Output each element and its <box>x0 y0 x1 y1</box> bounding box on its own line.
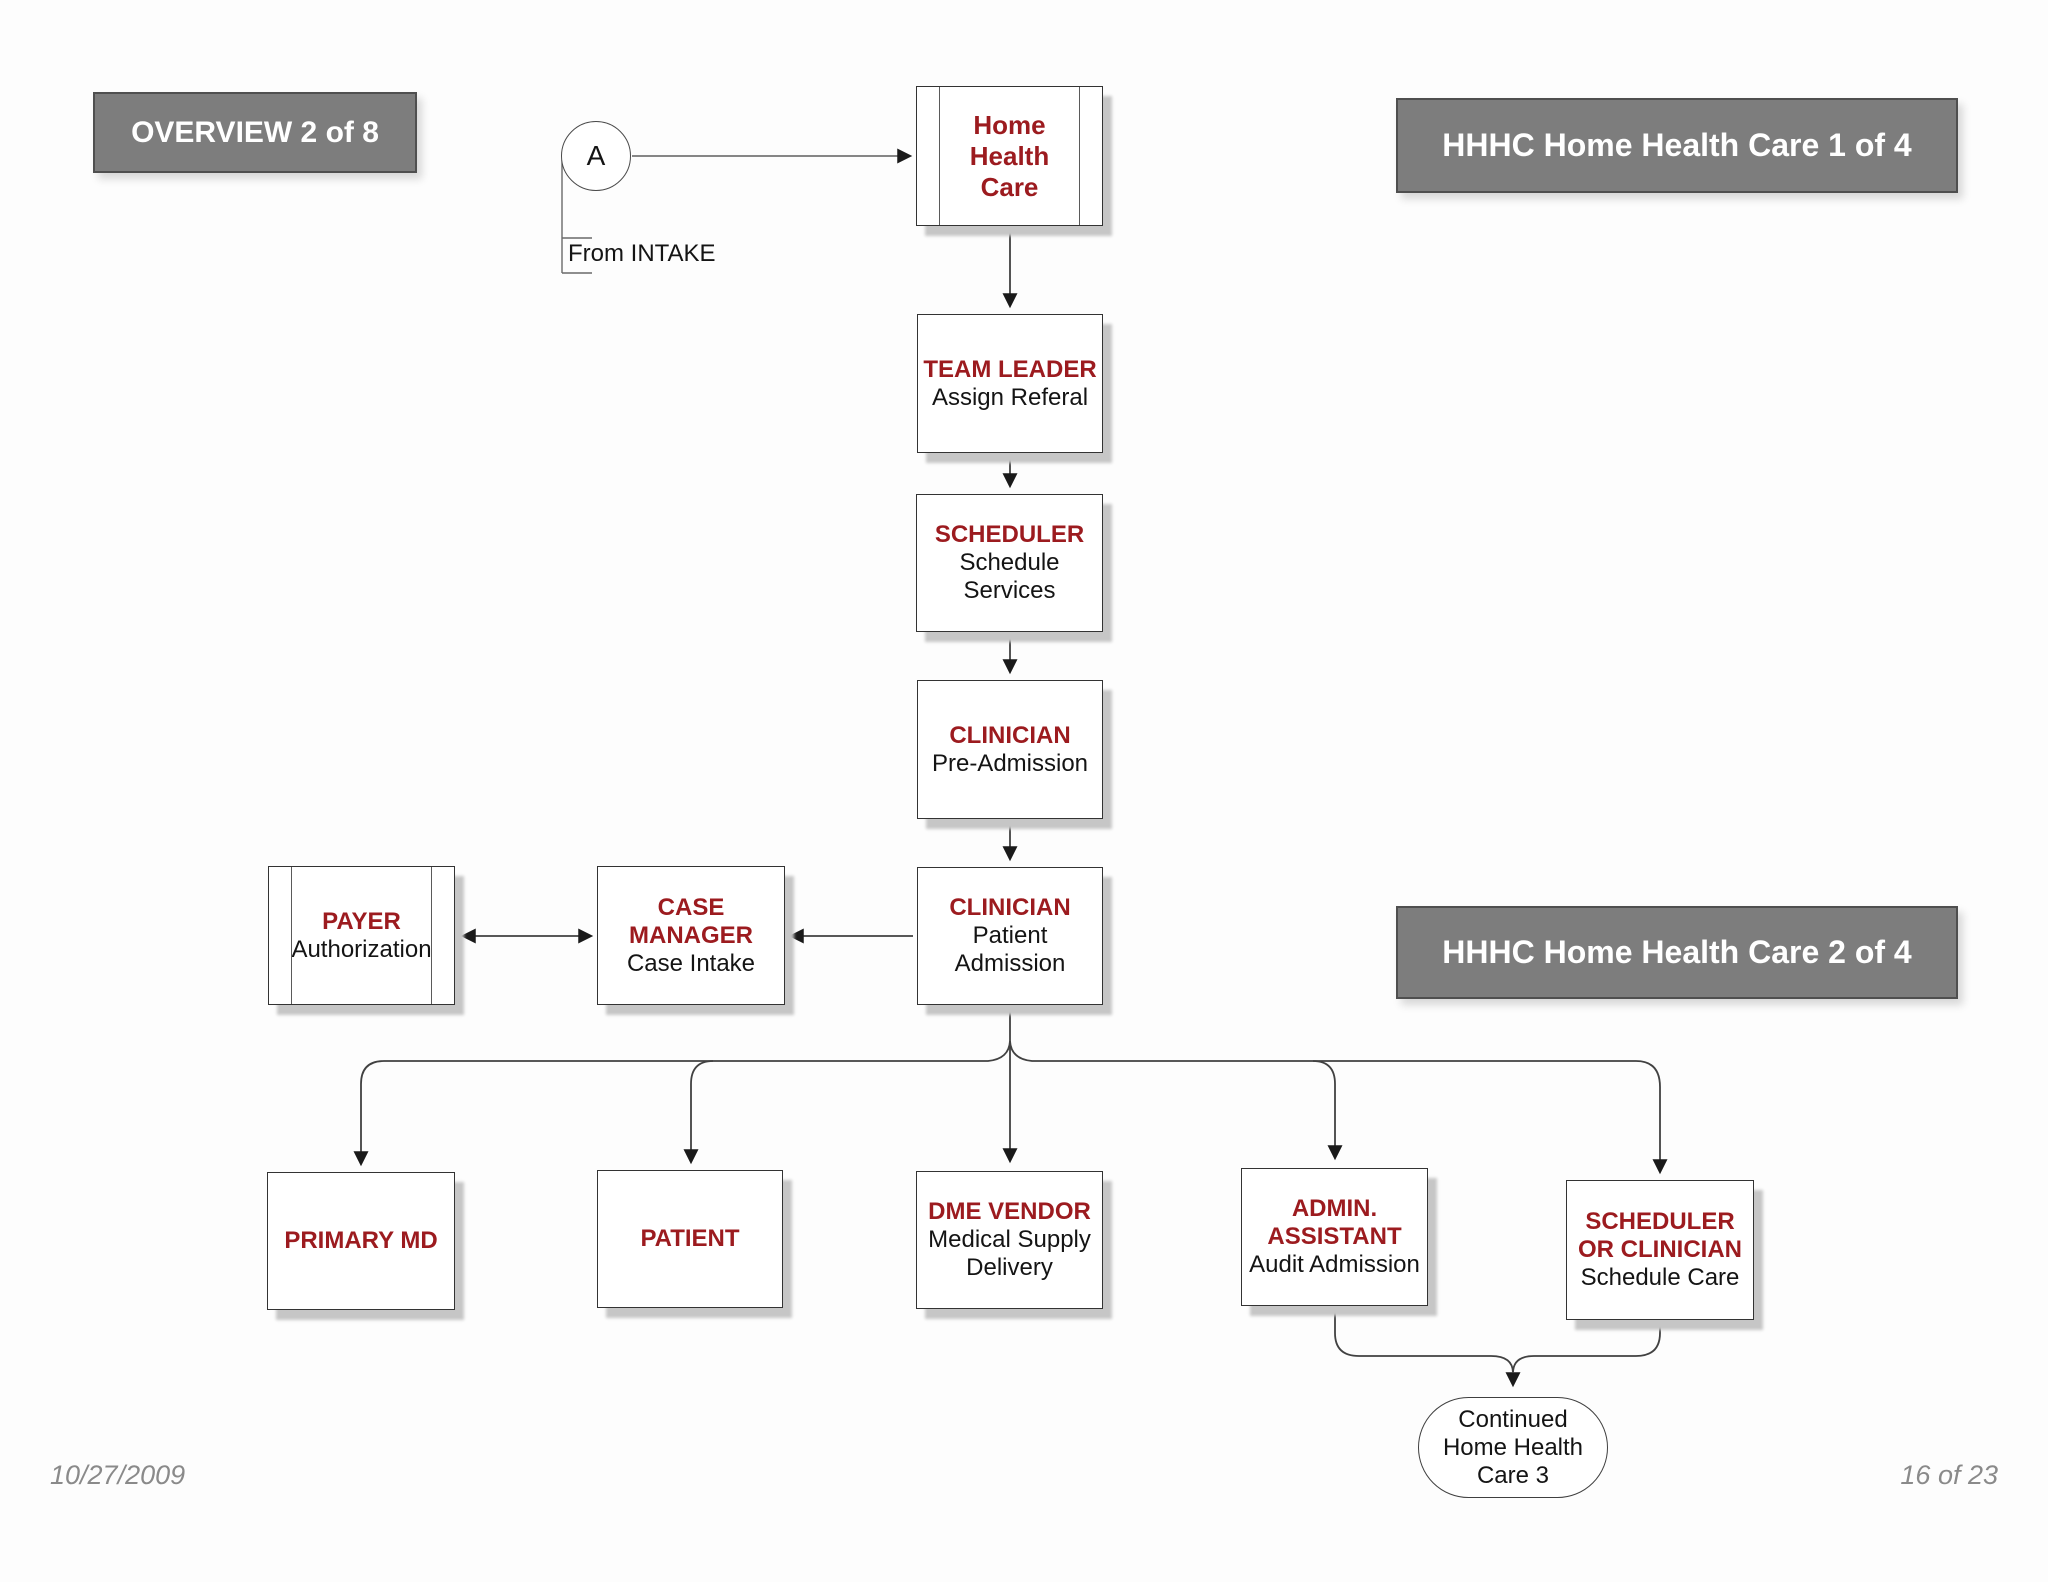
node-title: DME VENDOR <box>928 1198 1091 1225</box>
node-case-manager: CASE MANAGER Case Intake <box>597 866 785 1005</box>
edge-admin-continued <box>1334 1306 1521 1388</box>
node-title: CLINICIAN <box>949 721 1071 749</box>
edge-drop-patient <box>683 1060 714 1165</box>
footer-page-number: 16 of 23 <box>1900 1460 1998 1490</box>
node-home-health-care: Home Health Care <box>916 86 1103 226</box>
node-admin-assistant: ADMIN. ASSISTANT Audit Admission <box>1241 1168 1428 1306</box>
node-title: CLINICIAN <box>949 894 1071 921</box>
node-subtitle: Assign Referal <box>931 383 1089 411</box>
node-subtitle: Medical Supply Delivery <box>928 1226 1091 1281</box>
node-subtitle: Pre-Admission <box>931 749 1089 777</box>
banner-overview: OVERVIEW 2 of 8 <box>93 92 417 173</box>
node-subtitle: Audit Admission <box>1249 1251 1420 1278</box>
node-patient: PATIENT <box>597 1170 783 1308</box>
from-intake-bracket <box>561 160 592 274</box>
edge-rail-primarymd <box>353 1040 1011 1167</box>
from-intake-note: From INTAKE <box>568 240 716 267</box>
terminator-continued-home-health-care-3: Continued Home Health Care 3 <box>1418 1397 1608 1498</box>
node-payer: PAYER Authorization <box>268 866 455 1005</box>
node-scheduler-or-clinician: SCHEDULER OR CLINICIAN Schedule Care <box>1566 1180 1754 1320</box>
node-dme-vendor: DME VENDOR Medical Supply Delivery <box>916 1171 1103 1309</box>
node-clinician-patient-admission: CLINICIAN Patient Admission <box>917 867 1103 1005</box>
node-scheduler: SCHEDULER Schedule Services <box>916 494 1103 632</box>
banner-hhhc-2-of-4: HHHC Home Health Care 2 of 4 <box>1396 906 1958 999</box>
offpage-connector-a: A <box>561 121 631 191</box>
node-title: CASE MANAGER <box>629 893 753 949</box>
node-primary-md: PRIMARY MD <box>267 1172 455 1310</box>
node-title: Home Health Care <box>969 109 1050 202</box>
node-subtitle: Authorization <box>291 935 432 963</box>
node-title: SCHEDULER OR CLINICIAN <box>1578 1208 1742 1263</box>
node-title: PATIENT <box>640 1225 740 1252</box>
node-subtitle: Schedule Services <box>959 549 1060 604</box>
node-title: PAYER <box>322 907 401 935</box>
edge-rail-scheduler-clinician <box>1009 1040 1668 1175</box>
node-title: ADMIN. ASSISTANT <box>1267 1195 1402 1250</box>
node-team-leader: TEAM LEADER Assign Referal <box>917 314 1103 453</box>
node-title: TEAM LEADER <box>923 355 1097 383</box>
node-subtitle: Case Intake <box>626 949 756 977</box>
edge-drop-admin <box>1312 1060 1343 1161</box>
node-subtitle: Patient Admission <box>954 922 1066 977</box>
node-subtitle: Schedule Care <box>1580 1264 1740 1291</box>
footer-date: 10/27/2009 <box>50 1460 186 1490</box>
banner-hhhc-1-of-4: HHHC Home Health Care 1 of 4 <box>1396 98 1958 193</box>
edge-schedcare-continued <box>1512 1320 1661 1374</box>
node-title: SCHEDULER <box>934 521 1085 548</box>
node-title: PRIMARY MD <box>284 1227 438 1254</box>
node-clinician-pre-admission: CLINICIAN Pre-Admission <box>917 680 1103 819</box>
